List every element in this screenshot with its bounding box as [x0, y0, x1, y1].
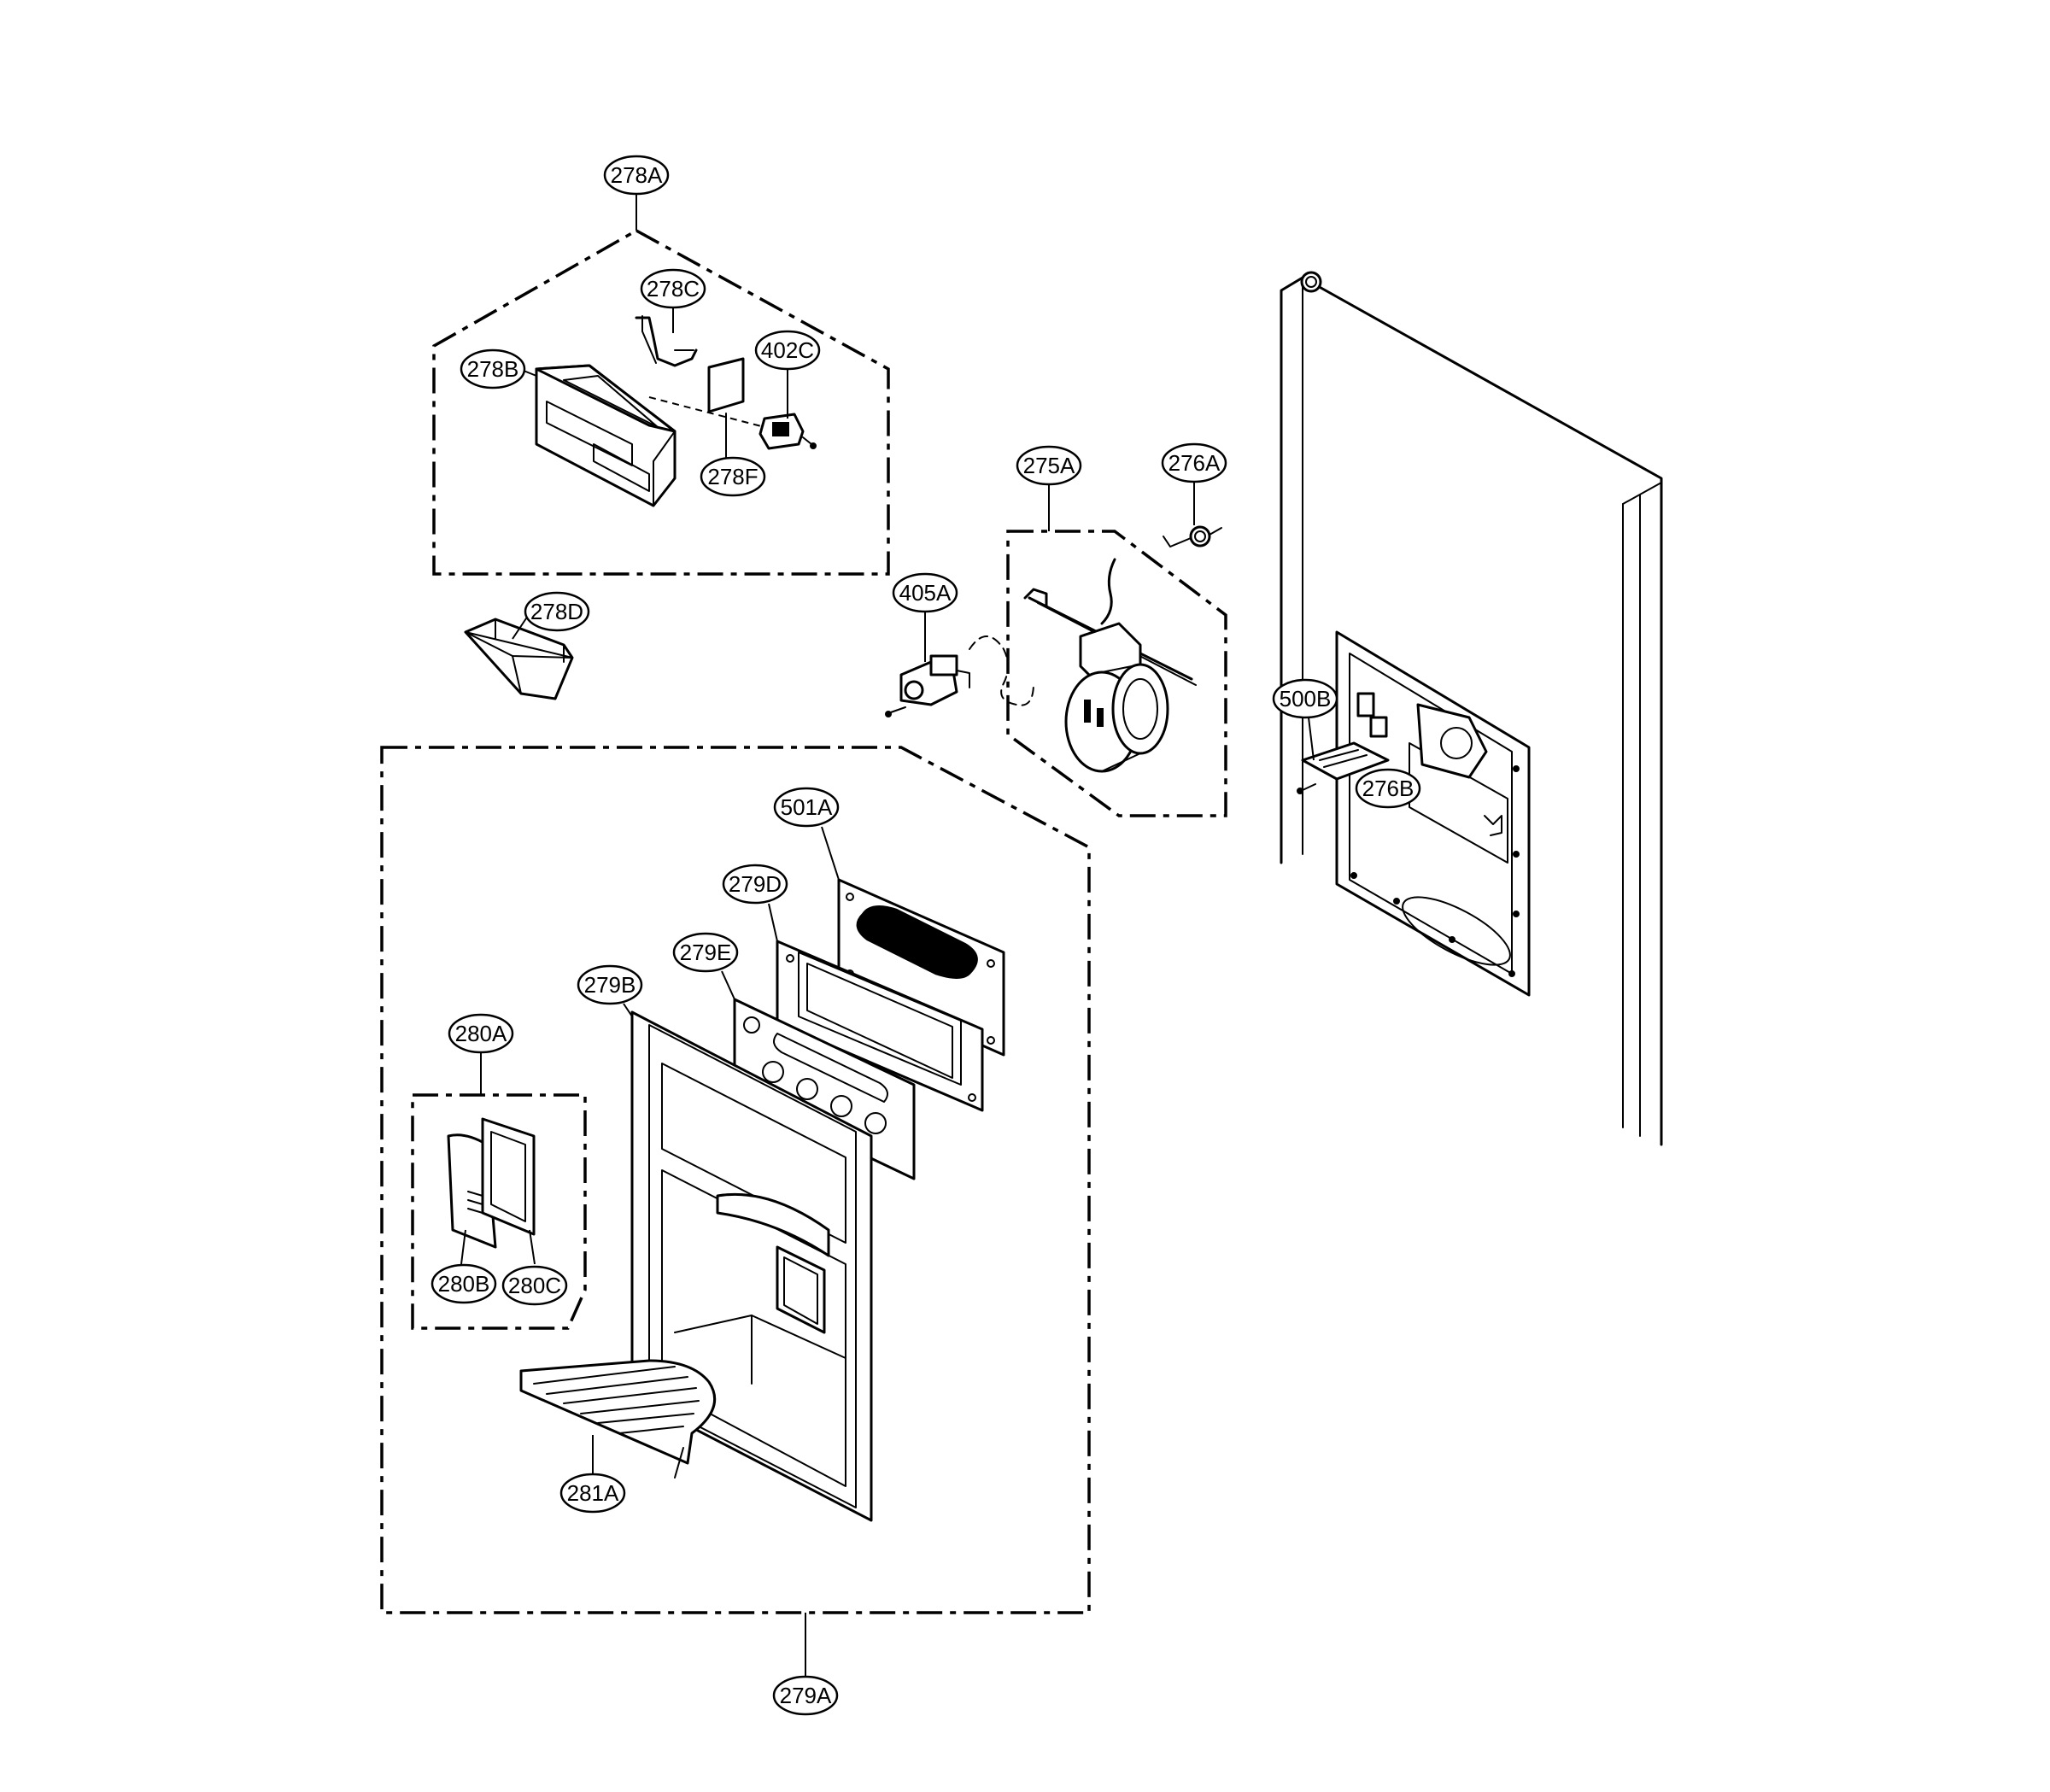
- callout-280A: 280A: [448, 1013, 514, 1054]
- door-panel: [1280, 271, 1663, 1146]
- callout-label: 279E: [680, 940, 732, 965]
- callout-276B: 276B: [1355, 768, 1421, 809]
- part-280C-frame: [481, 1117, 536, 1236]
- callout-405A: 405A: [892, 572, 958, 613]
- part-278D-chute: [464, 618, 574, 700]
- callout-279E: 279E: [672, 932, 739, 973]
- assembly-280A-boundary: [411, 1093, 587, 1330]
- callout-label: 279D: [729, 871, 782, 897]
- part-405A-solenoid: [885, 635, 1034, 717]
- callout-label: 279A: [780, 1683, 832, 1708]
- callout-label: 278F: [707, 464, 758, 489]
- callout-label: 278C: [647, 276, 700, 302]
- part-278F-pad: [707, 357, 745, 462]
- callout-278D: 278D: [524, 591, 590, 632]
- callout-label: 278D: [530, 599, 583, 624]
- callout-label: 280A: [455, 1021, 507, 1046]
- part-275A-motor: [1023, 558, 1197, 773]
- part-278C-lever: [635, 315, 698, 367]
- callout-label: 280C: [508, 1273, 561, 1298]
- callout-276A: 276A: [1161, 442, 1227, 483]
- callout-label: 276A: [1168, 450, 1221, 476]
- callout-label: 501A: [781, 794, 833, 820]
- callout-label: 280B: [438, 1271, 490, 1297]
- part-501A-plate: [837, 878, 1005, 1057]
- callout-501A: 501A: [773, 787, 840, 828]
- callout-label: 278A: [611, 162, 663, 188]
- part-278B-housing: [535, 364, 676, 507]
- callout-280B: 280B: [430, 1263, 497, 1304]
- assembly-279A-boundary: [380, 746, 1091, 1614]
- part-281A-drip-tray: [519, 1359, 717, 1479]
- assembly-275A-boundary: [1006, 530, 1227, 817]
- assembly-278A-boundary: [432, 228, 890, 576]
- callout-278F: 278F: [700, 456, 766, 497]
- callout-278A: 278A: [603, 155, 670, 196]
- part-279D-gasket: [776, 940, 984, 1112]
- part-500B-board: [1297, 741, 1390, 794]
- callout-279A: 279A: [772, 1675, 839, 1716]
- callout-label: 276B: [1362, 776, 1414, 801]
- callout-label: 402C: [761, 337, 814, 363]
- callout-278B: 278B: [460, 348, 526, 389]
- callout-label: 279B: [584, 972, 636, 998]
- callout-279D: 279D: [722, 864, 788, 905]
- part-402C-switch: [648, 396, 817, 450]
- callout-281A: 281A: [559, 1473, 626, 1514]
- callout-label: 281A: [567, 1480, 619, 1506]
- part-276A-spring: [1163, 525, 1222, 548]
- callout-279B: 279B: [577, 964, 643, 1005]
- leader-lines: [460, 195, 1372, 1677]
- callout-402C: 402C: [754, 330, 821, 371]
- callout-280C: 280C: [501, 1265, 568, 1306]
- callout-label: 275A: [1023, 453, 1075, 478]
- callout-278C: 278C: [640, 268, 706, 309]
- part-276B-switch: [1484, 815, 1502, 836]
- callout-label: 278B: [467, 356, 519, 382]
- callout-label: 500B: [1280, 686, 1332, 712]
- callout-275A: 275A: [1016, 445, 1082, 486]
- door-dispenser-recess: [1335, 630, 1531, 997]
- callout-label: 405A: [899, 580, 952, 606]
- callout-500B: 500B: [1272, 678, 1338, 719]
